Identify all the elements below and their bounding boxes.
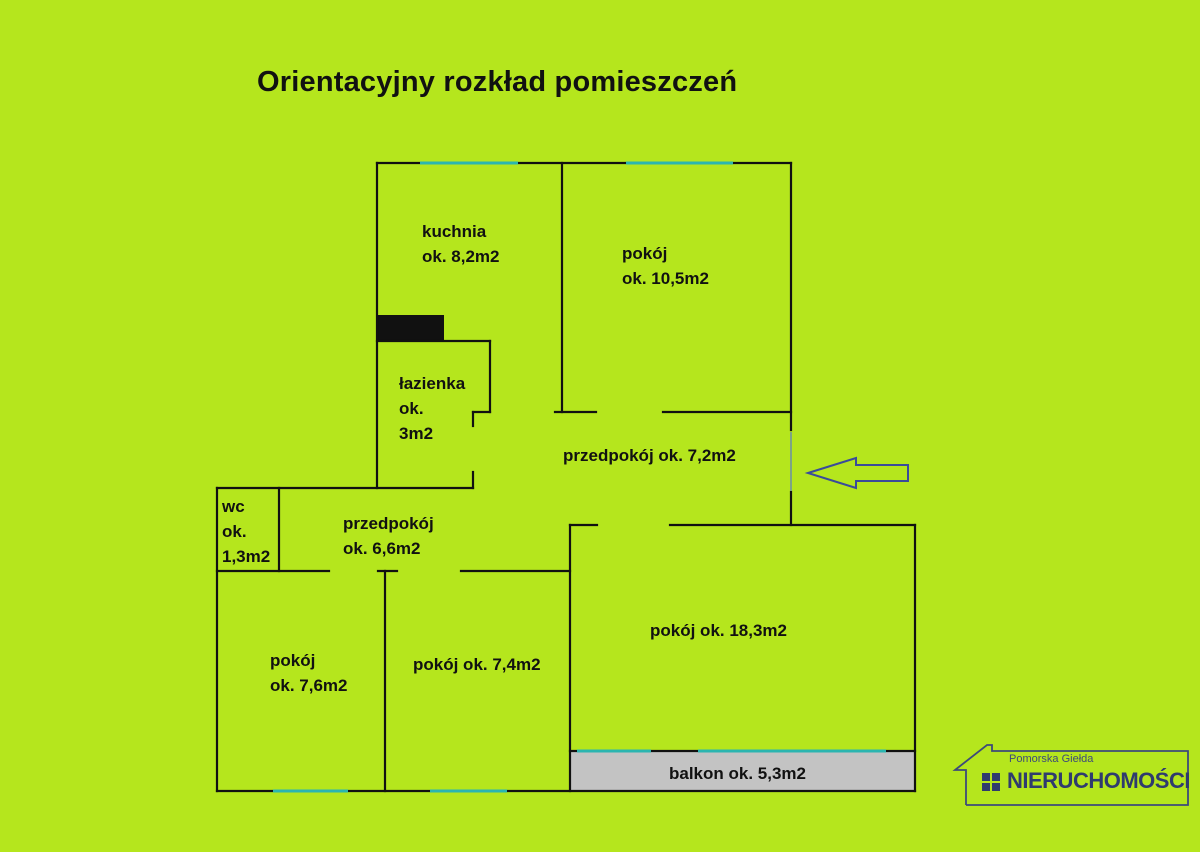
wc-area-line1: ok.	[222, 522, 247, 541]
room-left-label: pokój ok. 7,6m2	[270, 648, 348, 698]
windows	[273, 161, 886, 793]
bathroom-area-line1: ok.	[399, 399, 424, 418]
logo-grid-icon	[982, 773, 1000, 791]
wc-area-line2: 1,3m2	[222, 547, 271, 566]
house-outline-icon	[952, 744, 1189, 806]
logo-text-small: Pomorska Giełda	[1009, 753, 1094, 765]
room-left-name: pokój	[270, 651, 316, 670]
room-big-label: pokój ok. 18,3m2	[650, 621, 787, 640]
wc-name: wc	[222, 497, 245, 516]
bathroom-area-line2: 3m2	[399, 424, 434, 443]
hallway-small-area: ok. 6,6m2	[343, 539, 421, 558]
balcony-label: balkon ok. 5,3m2	[669, 764, 806, 783]
arrow-left-icon	[804, 456, 909, 490]
room-left-area: ok. 7,6m2	[270, 676, 348, 695]
plan-title: Orientacyjny rozkład pomieszczeń	[257, 66, 738, 98]
hallway-small-label: przedpokój ok. 6,6m2	[343, 511, 434, 561]
kitchen-name: kuchnia	[422, 222, 487, 241]
wc-label: wc ok. 1,3m2	[222, 494, 270, 569]
room-mid-label: pokój ok. 7,4m2	[413, 655, 541, 674]
bathroom-label: łazienka ok. 3m2	[399, 371, 465, 446]
logo-text-large: NIERUCHOMOŚCI	[1007, 768, 1190, 793]
room-top-area: ok. 10,5m2	[622, 269, 709, 288]
room-top-label: pokój ok. 10,5m2	[622, 241, 709, 291]
kitchen-area: ok. 8,2m2	[422, 247, 500, 266]
balcony-area	[570, 751, 915, 791]
bathroom-name: łazienka	[399, 374, 466, 393]
hallway-small-name: przedpokój	[343, 514, 434, 533]
kitchen-label: kuchnia ok. 8,2m2	[422, 219, 500, 269]
room-top-name: pokój	[622, 244, 668, 263]
shaft-block	[377, 315, 444, 341]
hallway-main-label: przedpokój ok. 7,2m2	[563, 446, 736, 465]
